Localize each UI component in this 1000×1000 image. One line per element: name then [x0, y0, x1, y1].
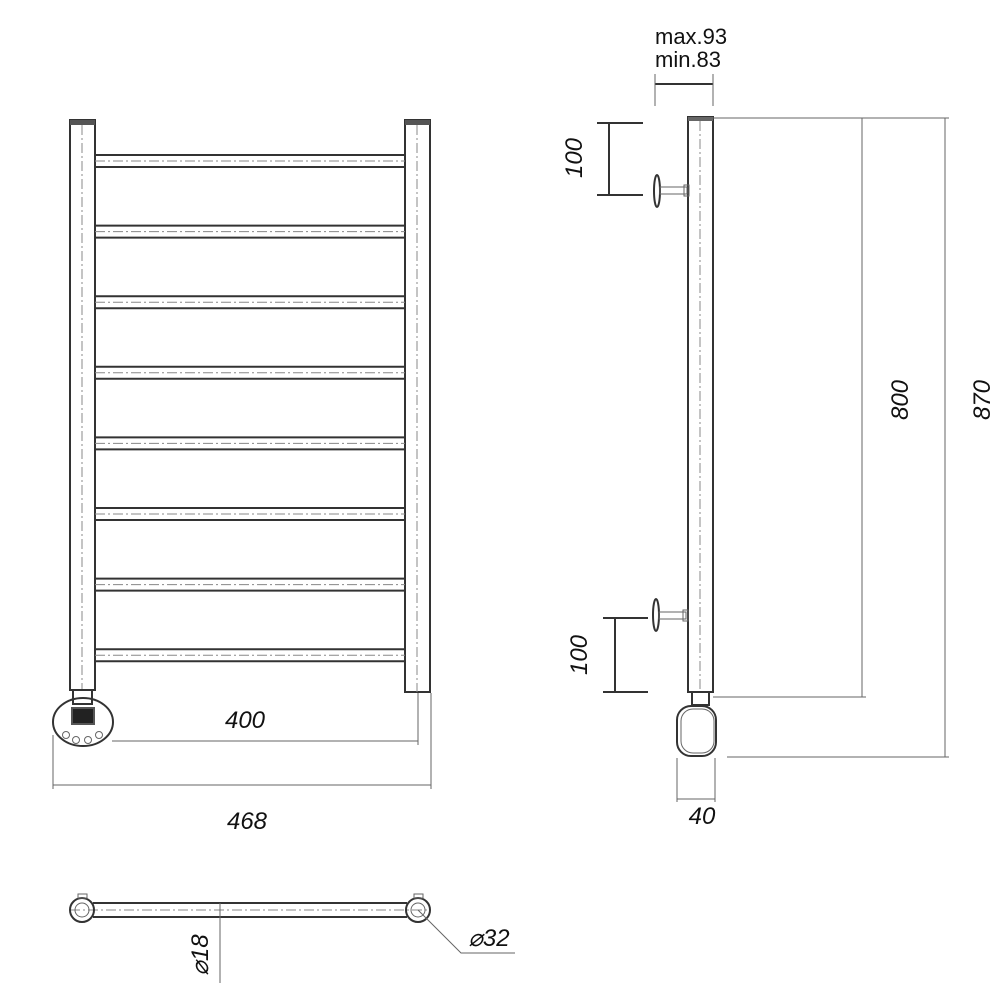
dimension-800: 800 [713, 117, 914, 698]
rail [95, 154, 405, 168]
dim-label-32: ⌀32 [468, 925, 509, 952]
dimension-bottom-100: 100 [566, 617, 648, 693]
heater-controller [52, 689, 114, 747]
side-heater [676, 691, 717, 757]
heater-button [84, 736, 92, 744]
dim-label-min: min.83 [655, 47, 721, 72]
top-wall-bracket [653, 174, 690, 208]
heater-button [95, 731, 103, 739]
front-view: 400 468 [52, 119, 432, 835]
left-post-cap [70, 120, 95, 125]
dim-label-top-100: 100 [561, 137, 588, 178]
dim-label-870: 870 [969, 379, 996, 420]
dim-label-800: 800 [887, 379, 914, 420]
rail [95, 577, 405, 592]
dimension-870: 870 [727, 117, 996, 758]
dimension-top-100: 100 [561, 122, 643, 196]
dim-label-400: 400 [225, 707, 266, 734]
heater-neck [72, 689, 93, 705]
rail [95, 295, 405, 310]
heater-button [62, 731, 70, 739]
rail [95, 648, 405, 663]
dim-label-468: 468 [227, 808, 268, 835]
side-view: max.93 min.83 100 100 [561, 24, 996, 830]
rail [95, 365, 405, 380]
dim-label-40: 40 [689, 803, 716, 830]
side-post-cap [688, 117, 713, 121]
dim-label-bottom-100: 100 [566, 634, 593, 675]
heater-body [52, 697, 114, 747]
dim-label-max: max.93 [655, 24, 727, 49]
right-post-cap [405, 120, 430, 125]
rail [95, 507, 405, 521]
dimension-468: 468 [52, 693, 432, 835]
dimension-40: 40 [676, 758, 716, 830]
top-view: ⌀18 ⌀32 [69, 893, 515, 983]
heater-button [72, 736, 80, 744]
rails [95, 154, 405, 663]
rail [95, 436, 405, 451]
bottom-wall-bracket [652, 598, 689, 632]
dimension-400: 400 [112, 693, 419, 745]
dim-label-18: ⌀18 [187, 934, 214, 976]
rail [95, 224, 405, 239]
heater-display [71, 707, 95, 725]
